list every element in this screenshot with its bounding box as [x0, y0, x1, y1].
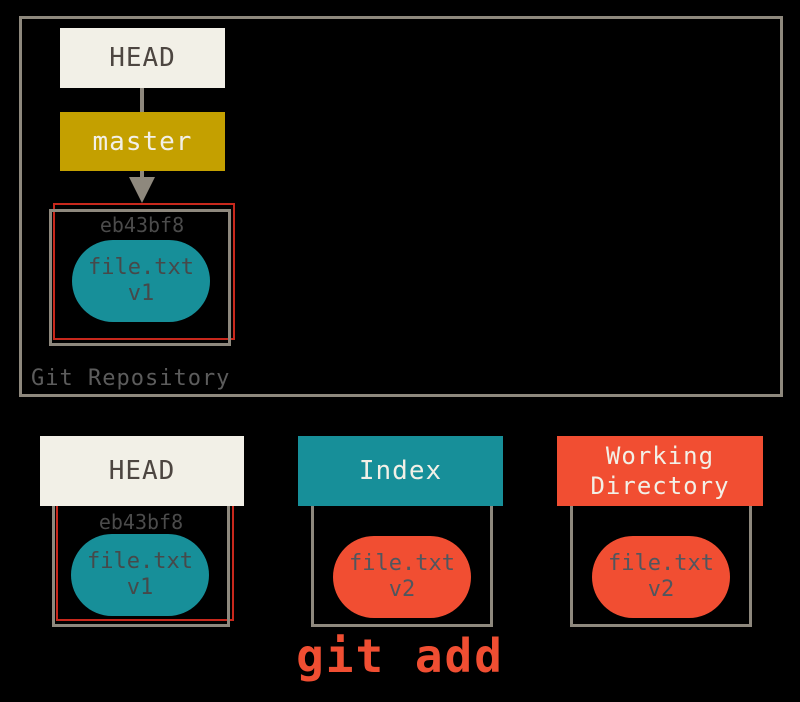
- file-version: v2: [388, 577, 416, 602]
- file-name: file.txt: [87, 549, 193, 574]
- index-area-header: Index: [298, 436, 503, 506]
- head-area-header: HEAD: [40, 436, 244, 506]
- file-name: file.txt: [349, 551, 455, 576]
- head-area-title: HEAD: [108, 456, 176, 486]
- file-blob-head: file.txt v1: [71, 534, 209, 616]
- file-blob-commit: file.txt v1: [72, 240, 210, 322]
- working-directory-area-header: Working Directory: [557, 436, 763, 506]
- file-blob-index: file.txt v2: [333, 536, 471, 618]
- head-area-commit-id: eb43bf8: [98, 510, 184, 534]
- commit-id-label: eb43bf8: [99, 213, 185, 237]
- head-ref-box: HEAD: [60, 28, 225, 88]
- index-area-title: Index: [358, 456, 443, 486]
- head-ref-label: HEAD: [109, 43, 176, 73]
- head-to-master-connector: [140, 86, 144, 112]
- git-repository-label: Git Repository: [31, 366, 231, 391]
- commit-box: [49, 203, 235, 346]
- git-repository-box: [19, 16, 783, 397]
- file-blob-working-directory: file.txt v2: [592, 536, 730, 618]
- file-version: v1: [127, 281, 155, 306]
- master-to-commit-connector: [140, 171, 144, 179]
- commit-box-grey-border: [49, 209, 231, 346]
- commit-box-red-border: [53, 203, 235, 340]
- git-add-command-label: git add: [296, 629, 504, 683]
- master-branch-box: master: [60, 112, 225, 171]
- working-directory-area-title: Working Directory: [590, 442, 730, 500]
- arrow-down-icon: [129, 177, 155, 203]
- file-version: v1: [126, 575, 154, 600]
- master-branch-label: master: [92, 126, 193, 157]
- file-version: v2: [647, 577, 675, 602]
- file-name: file.txt: [608, 551, 714, 576]
- file-name: file.txt: [88, 255, 194, 280]
